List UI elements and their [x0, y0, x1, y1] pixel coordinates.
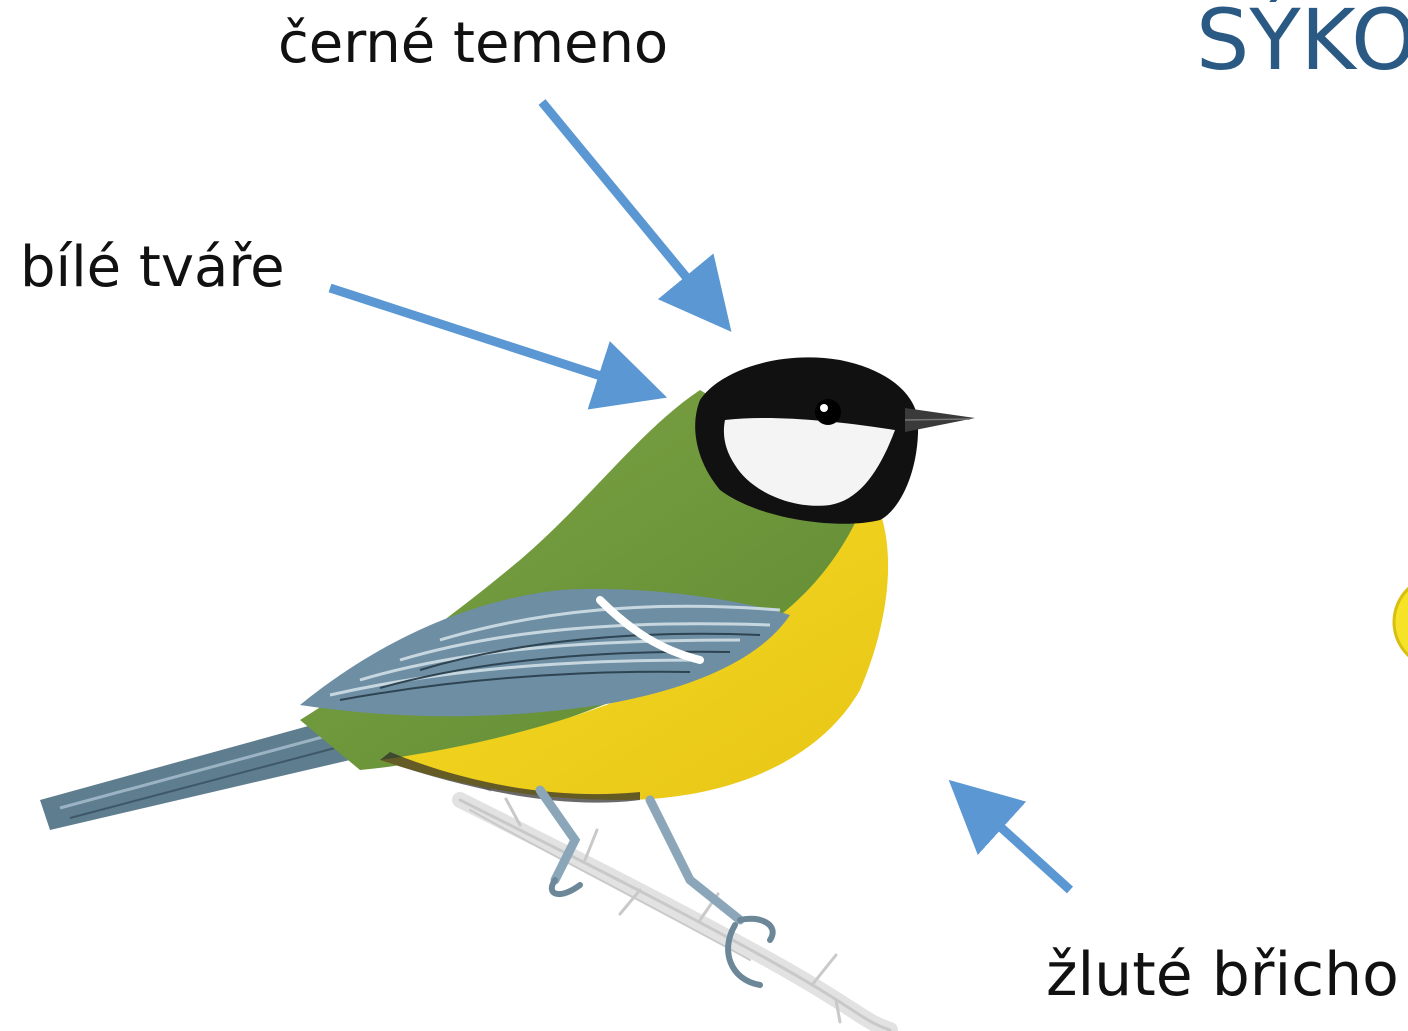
- label-white-cheeks: bílé tváře: [20, 235, 285, 300]
- arrows: [328, 99, 1074, 894]
- yellow-circle-partial-icon: [1392, 586, 1408, 658]
- label-black-crown: černé temeno: [278, 11, 669, 76]
- great-tit-bird-icon: [40, 357, 975, 988]
- label-yellow-belly: žluté břicho: [1046, 940, 1399, 1010]
- thorny-branch-icon: [452, 778, 898, 1031]
- slide-title: SÝKO: [1196, 0, 1408, 89]
- arrow-belly: [948, 779, 1074, 894]
- arrow-crown: [538, 99, 732, 332]
- arrow-cheeks: [328, 283, 668, 410]
